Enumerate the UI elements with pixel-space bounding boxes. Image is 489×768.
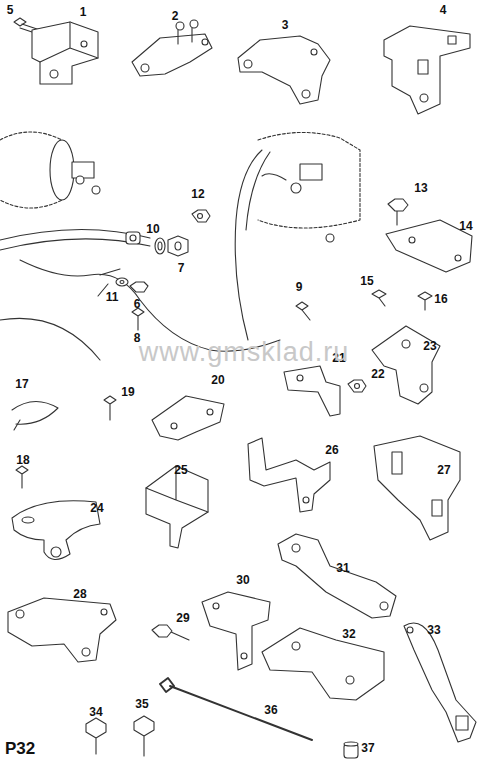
callout-number: 1 — [80, 6, 87, 18]
watermark: www.gmsklad.ru — [139, 339, 350, 366]
callout-number: 15 — [360, 275, 373, 287]
callout-number: 34 — [89, 706, 102, 718]
callout-number: 37 — [361, 742, 374, 754]
callout-number: 23 — [423, 340, 436, 352]
callout-number: 14 — [459, 220, 472, 232]
callout-number: 7 — [178, 262, 185, 274]
callout-number: 26 — [325, 444, 338, 456]
callout-number: 30 — [236, 574, 249, 586]
callout-number: 9 — [296, 281, 303, 293]
callout-number: 3 — [282, 19, 289, 31]
callout-number: 6 — [134, 298, 141, 310]
callout-number: 5 — [7, 4, 14, 16]
callout-number: 11 — [106, 291, 119, 303]
callout-number: 27 — [437, 464, 450, 476]
callout-number: 19 — [121, 386, 134, 398]
callout-number: 10 — [146, 223, 159, 235]
callout-number: 36 — [264, 704, 277, 716]
callout-number: 12 — [191, 188, 204, 200]
callout-number: 31 — [336, 562, 349, 574]
callout-number: 13 — [414, 182, 427, 194]
callout-number: 24 — [90, 502, 103, 514]
callout-number: 29 — [176, 612, 189, 624]
callout-number: 22 — [371, 368, 384, 380]
callout-number: 17 — [15, 378, 28, 390]
callout-number: 2 — [172, 10, 179, 22]
page-code: P32 — [5, 740, 35, 757]
callout-number: 32 — [342, 628, 355, 640]
callout-number: 20 — [211, 374, 224, 386]
callout-number: 18 — [16, 454, 29, 466]
callout-number: 25 — [174, 464, 187, 476]
callout-number: 33 — [427, 624, 440, 636]
callout-number: 16 — [434, 293, 447, 305]
callout-number: 4 — [440, 4, 447, 16]
callout-number: 35 — [135, 698, 148, 710]
callout-number: 28 — [73, 588, 86, 600]
